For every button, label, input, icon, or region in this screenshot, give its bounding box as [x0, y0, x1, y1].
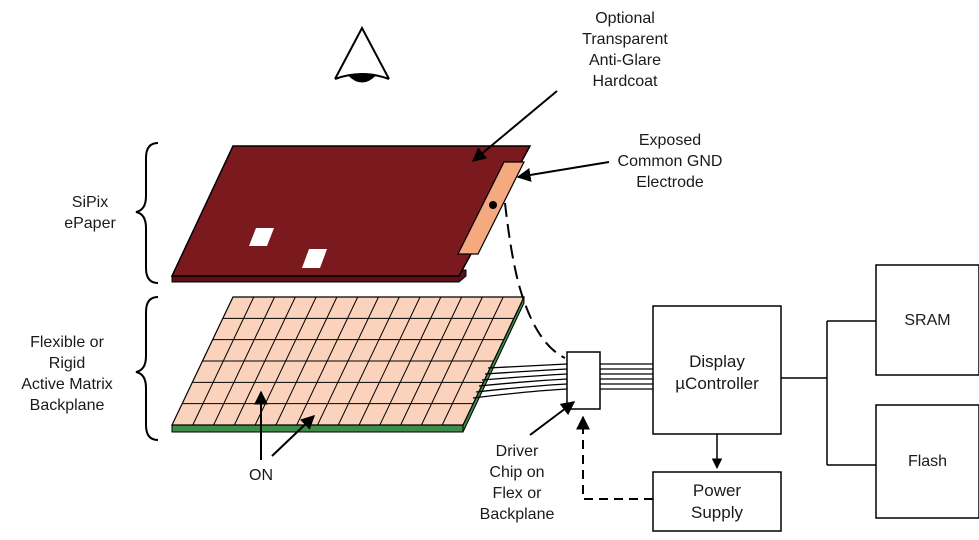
flash-label: Flash: [907, 453, 948, 470]
electrode-connection: [504, 202, 566, 359]
on-arrow-2: [271, 415, 316, 457]
driver-chip-label: Driver Chip on Flex or Backplane: [479, 443, 555, 523]
flash-box: [875, 404, 979, 519]
sram-label: SRAM: [904, 312, 951, 329]
epaper-brace: [135, 142, 159, 284]
on-label: ON: [249, 467, 273, 484]
display-controller-label: Display µController: [675, 352, 759, 393]
driver-chip: [566, 351, 601, 410]
epaper-layer: [170, 145, 532, 283]
driver-chip-arrow: [529, 401, 576, 436]
eye-icon: [334, 25, 390, 83]
hardcoat-label: Optional Transparent Anti-Glare Hardcoat: [582, 10, 668, 90]
white-pixel: [249, 228, 274, 246]
memory-bus: [781, 320, 876, 466]
ribbon-cable: [472, 363, 568, 399]
power-supply-label: Power Supply: [691, 481, 743, 522]
backplane-layer: [171, 296, 525, 433]
power-to-driver-arrow: [576, 415, 653, 500]
sipix-epaper-label: SiPix ePaper: [64, 194, 116, 232]
white-pixel: [302, 249, 327, 268]
electrode-label: Exposed Common GND Electrode: [617, 132, 723, 191]
backplane-brace: [135, 296, 159, 441]
hardcoat-arrow: [471, 90, 558, 162]
display-controller-box: [652, 305, 782, 435]
backplane-label: Flexible or Rigid Active Matrix Backplan…: [21, 334, 113, 414]
driver-bus: [600, 363, 653, 390]
electrode-contact: [489, 201, 497, 209]
electrode-arrow: [516, 161, 610, 182]
power-supply-box: [652, 471, 782, 532]
sram-box: [875, 264, 979, 376]
